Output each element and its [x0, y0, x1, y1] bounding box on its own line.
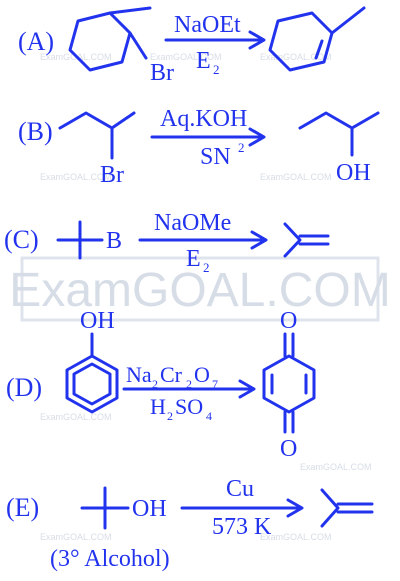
- leaving-group-label: B: [106, 228, 122, 254]
- benzene-ring: [65, 354, 119, 414]
- reaction-d: OH (D) Na 2 Cr 2 O 7 H 2 SO 4 O O: [6, 308, 316, 462]
- reaction-label: (E): [6, 493, 39, 522]
- reagent-bottom: 573 K: [212, 514, 272, 540]
- arrow-head: [250, 230, 268, 250]
- reagent-top-sub: 7: [212, 377, 218, 391]
- methyl-bond: [108, 6, 152, 15]
- reagent-bottom-sub: 4: [206, 409, 212, 423]
- quinone-o-top: O: [280, 308, 297, 334]
- reaction-e: (E) OH Cu 573 K (3° Alcohol): [6, 476, 374, 572]
- arrow-head: [248, 30, 266, 50]
- reagent-bottom-sub: 2: [167, 409, 173, 423]
- reagent-top: Cu: [226, 476, 254, 502]
- hydroxyl-label: OH: [336, 160, 371, 186]
- cyclohexene-ring: [268, 11, 334, 72]
- quinone-ring: [262, 354, 316, 414]
- methyl-bond: [330, 6, 366, 35]
- reaction-label: (A): [18, 27, 54, 56]
- watermark-box: [20, 256, 380, 322]
- watermark-small: ExamGOAL.COM: [40, 172, 112, 182]
- reaction-a: (A) Br NaOEt E 2: [18, 6, 366, 86]
- reagent-bottom-h: H: [150, 394, 166, 419]
- reagent-bottom: SN: [200, 144, 231, 170]
- watermark-small: ExamGOAL.COM: [40, 532, 112, 542]
- reagent-top-cr: Cr: [160, 362, 183, 387]
- br-bond: [128, 31, 148, 60]
- arrow-head: [238, 379, 256, 399]
- reagent-top-sub: 2: [186, 377, 192, 391]
- hydroxyl-label: OH: [132, 496, 167, 522]
- watermark-small: ExamGOAL.COM: [260, 52, 332, 62]
- hydroxyl-label: OH: [80, 308, 115, 334]
- reagent-top-o: O: [194, 362, 210, 387]
- reagent-bottom-so: SO: [175, 394, 203, 419]
- butanol-chain: [298, 111, 380, 130]
- benzene-inner: [72, 362, 112, 406]
- watermark-text: ExamGOAL.COM: [9, 264, 390, 317]
- reagent-bottom: E: [186, 246, 201, 272]
- watermark-small: ExamGOAL.COM: [150, 52, 222, 62]
- double-bond: [314, 39, 324, 60]
- reagent-superscript: 2: [238, 140, 245, 155]
- reagent-top: NaOEt: [174, 12, 241, 38]
- reaction-c: (C) B NaOMe E 2: [4, 210, 330, 275]
- watermark-small: ExamGOAL.COM: [260, 532, 332, 542]
- watermark-small: ExamGOAL.COM: [40, 412, 112, 422]
- reaction-label: (B): [18, 117, 53, 146]
- arrow-head: [286, 498, 304, 518]
- reagent-subscript: 2: [203, 260, 210, 275]
- reaction-label: (C): [4, 225, 39, 254]
- watermark-small: ExamGOAL.COM: [300, 462, 372, 472]
- alcohol-note: (3° Alcohol): [50, 546, 170, 572]
- reagent-bottom: E: [196, 48, 211, 74]
- watermark-small: ExamGOAL.COM: [260, 172, 332, 182]
- reaction-label: (D): [6, 373, 42, 402]
- reaction-b: (B) Br Aq.KOH SN 2 OH: [18, 106, 380, 188]
- quinone-o-bottom: O: [280, 436, 297, 462]
- reagent-top: Aq.KOH: [160, 106, 247, 132]
- bromine-label: Br: [100, 162, 124, 188]
- reagent-top-na: Na: [126, 362, 152, 387]
- bromine-label: Br: [150, 60, 174, 86]
- reagent-top: NaOMe: [154, 210, 231, 236]
- arrow-head: [248, 127, 266, 147]
- butane-chain: [58, 111, 136, 130]
- reagent-top-sub: 2: [152, 377, 158, 391]
- reagent-subscript: 2: [213, 62, 220, 77]
- isobutene-methyls: [283, 222, 302, 258]
- isobutene-methyls: [320, 488, 340, 528]
